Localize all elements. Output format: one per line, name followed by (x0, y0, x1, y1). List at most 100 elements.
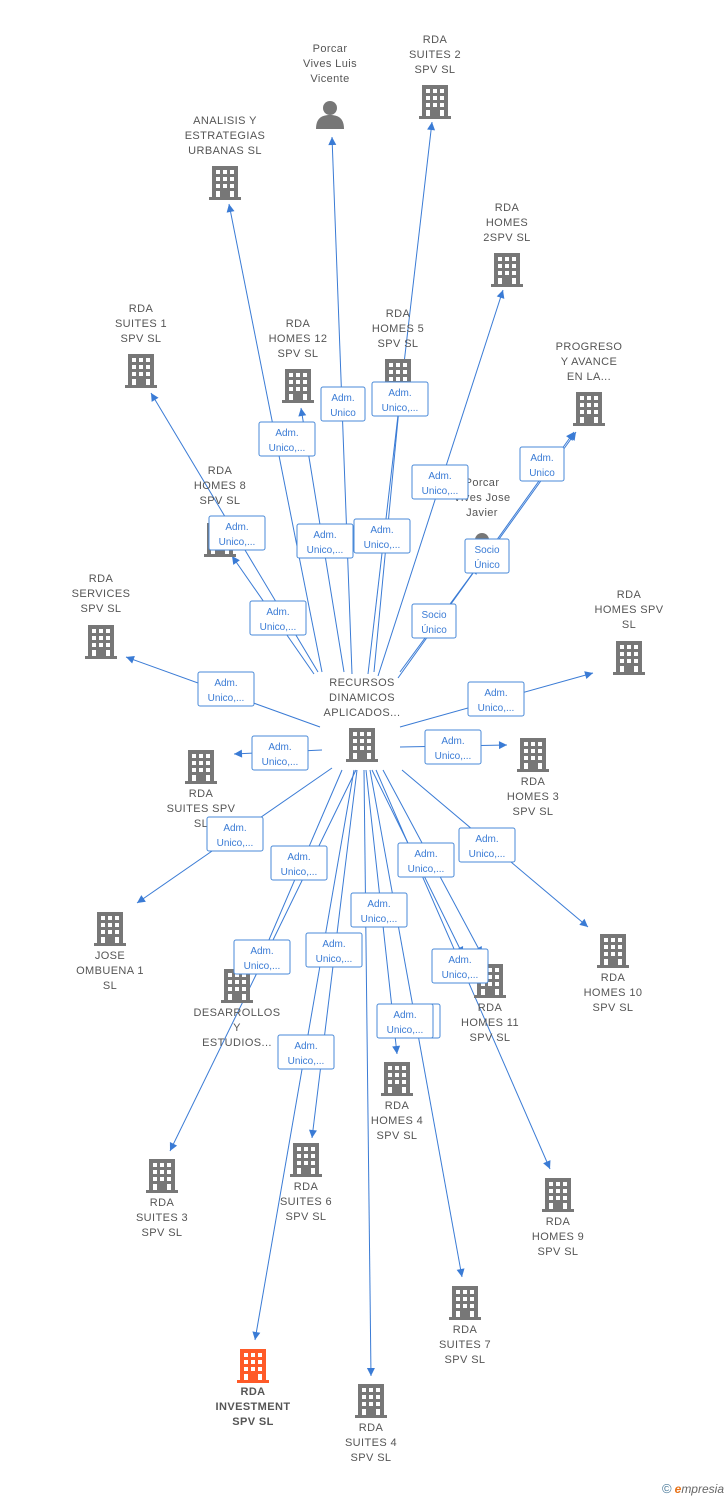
edge-label-e_homes11[interactable]: Adm.Unico,... (397, 842, 455, 878)
node-desarrollos[interactable]: DESARROLLOSYESTUDIOS... (194, 969, 281, 1049)
node-label: SERVICES (72, 588, 131, 600)
edge-label-box (258, 421, 316, 457)
edge-label-e_homes_spv[interactable]: Adm.Unico,... (467, 681, 525, 717)
edge-label-e_suites6[interactable]: Adm.Unico,... (305, 932, 363, 968)
node-label: HOMES 10 (584, 987, 643, 999)
building-icon (185, 750, 217, 784)
edge-label-text: Adm. (530, 453, 553, 464)
edge-label-e_suites7[interactable]: Adm.Unico,... (376, 1003, 434, 1039)
edge-label-text: Unico,... (435, 751, 472, 762)
e_suites1-arrow (151, 393, 159, 402)
edge-label-text: Único (421, 623, 447, 636)
edge-label-e_analisis[interactable]: Adm.Unico,... (258, 421, 316, 457)
node-label: RDA (546, 1216, 571, 1228)
edge-label-e_suites_spv[interactable]: Adm.Unico,... (251, 735, 309, 771)
edge-label-e_homes3[interactable]: Adm.Unico,... (424, 729, 482, 765)
node-label: ESTUDIOS... (202, 1037, 272, 1049)
node-label: DESARROLLOS (194, 1007, 281, 1019)
building-icon (517, 738, 549, 772)
brand-initial: e (674, 1482, 682, 1496)
edge-label-text: Adm. (223, 823, 246, 834)
node-label: SL (103, 980, 117, 992)
edge-label-e_suites3[interactable]: Adm.Unico,... (233, 939, 291, 975)
edge-label-e_homes10[interactable]: Adm.Unico,... (458, 827, 516, 863)
node-label: Vives Luis (303, 58, 357, 70)
node-label: SL (194, 818, 208, 830)
edge-label-text: Adm. (370, 525, 393, 536)
edge-label-text: Unico,... (208, 693, 245, 704)
node-label: PROGRESO (556, 341, 623, 353)
node-label: SPV SL (593, 1002, 634, 1014)
node-label: INVESTMENT (216, 1401, 291, 1413)
e_homes4-arrow (392, 1045, 401, 1054)
node-label: SPV SL (232, 1416, 274, 1428)
e_homes3-arrow (498, 741, 507, 750)
node-label: HOMES (486, 217, 528, 229)
building-icon (449, 1286, 481, 1320)
node-label: SPV SL (286, 1211, 327, 1223)
building-icon (237, 1349, 269, 1383)
edge-label-e_homes12[interactable]: Adm. Unico,... (296, 523, 354, 559)
edge-label-e_luis[interactable]: Adm.Unico (320, 386, 366, 422)
edge-label-box (233, 939, 291, 975)
node-center[interactable]: RECURSOSDINAMICOSAPLICADOS... (324, 677, 401, 762)
edge-label-e_suites1[interactable]: Adm.Unico,... (208, 515, 266, 551)
node-label: SUITES 7 (439, 1339, 491, 1351)
node-label: RDA (359, 1422, 384, 1434)
e_homes8-arrow (232, 556, 240, 565)
e_homes_spv-arrow (584, 671, 593, 680)
node-label: Porcar (465, 477, 500, 489)
edge-label-e_ombuena[interactable]: Adm.Unico,... (206, 816, 264, 852)
node-label: SPV SL (377, 1130, 418, 1142)
nodes-layer: RECURSOSDINAMICOSAPLICADOS...PorcarVives… (72, 34, 664, 1464)
edge-label-e_homes2[interactable]: Adm.Unico,... (411, 464, 469, 500)
brand-name: mpresia (681, 1482, 724, 1496)
edge-label-e_desarrollos[interactable]: Adm.Unico,... (270, 845, 328, 881)
edge-label-text: Unico,... (307, 545, 344, 556)
edge-label-e_homes11b[interactable]: Adm.Unico,... (431, 948, 489, 984)
edge-label-text: Adm. (313, 530, 336, 541)
edge-label-e_homes8[interactable]: Adm.Unico,... (249, 600, 307, 636)
building-icon (491, 253, 523, 287)
edge-label-text: Unico,... (219, 537, 256, 548)
edge-label-text: Unico,... (478, 703, 515, 714)
edge-label-box (206, 816, 264, 852)
edge-label-text: Adm. (250, 946, 273, 957)
edge-label-e_homes4[interactable]: Adm.Unico,... (350, 892, 408, 928)
edge-label-box (277, 1034, 335, 1070)
edge-label-e_services[interactable]: Adm.Unico,... (197, 671, 255, 707)
e_suites7-arrow (456, 1268, 465, 1277)
edge-label-e_investment[interactable]: Adm.Unico,... (277, 1034, 335, 1070)
node-label: RDA (495, 202, 520, 214)
edge-label-e_suites2[interactable]: Adm.Unico,... (371, 381, 429, 417)
building-icon (85, 625, 117, 659)
edge-label-e_jose_progreso[interactable]: Adm.Unico (519, 446, 565, 482)
e_analisis-arrow (226, 204, 235, 213)
edge-label-e_homes5[interactable]: Adm.Unico,... (353, 518, 411, 554)
